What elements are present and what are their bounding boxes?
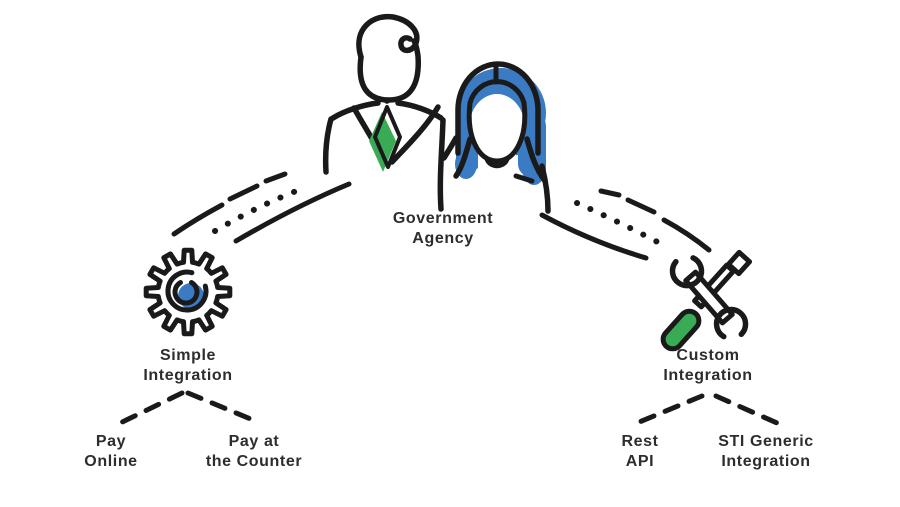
man-tie-knot — [384, 98, 390, 104]
connector-left-solid-b — [233, 181, 352, 244]
connector-left-dots — [212, 185, 307, 234]
fork-custom-integration — [634, 393, 780, 426]
gear-inner-spiral — [172, 280, 200, 306]
woman-hair-outline — [455, 61, 541, 156]
man-tie-green — [369, 112, 396, 172]
woman-hair-strand-left — [453, 136, 473, 179]
man-tie-outline — [373, 105, 402, 169]
label-simple-integration: Simple Integration — [143, 347, 233, 384]
branch-to-pay-online — [111, 390, 185, 429]
branch-to-pay-at-counter — [185, 390, 256, 423]
label-pay-at-counter: Pay at the Counter — [205, 433, 303, 470]
connector-left-dash-2 — [263, 171, 288, 184]
wrench-head-top — [669, 255, 705, 289]
fork-simple-integration — [111, 390, 256, 429]
label-government-agency: Government Agency — [392, 210, 494, 247]
branch-to-rest-api — [634, 393, 705, 426]
man-left-arm — [322, 116, 334, 175]
woman-face-fill — [469, 94, 525, 162]
woman-left-shoulder — [441, 135, 459, 161]
connector-right-solid-b — [661, 217, 712, 253]
gear-icon — [143, 247, 233, 337]
branch-to-sti-generic — [713, 393, 780, 426]
connector-right-dash-1 — [598, 188, 622, 198]
man-right-arm — [437, 117, 446, 212]
woman-face — [466, 100, 528, 164]
connector-agency-to-custom — [539, 188, 712, 261]
connector-left-solid-a — [171, 202, 225, 237]
man-icon — [322, 13, 446, 212]
connector-right-dots — [574, 200, 670, 250]
woman-right-arm — [539, 163, 551, 214]
man-right-shoulder — [395, 100, 444, 121]
woman-chin-line — [484, 156, 510, 169]
woman-collar-dash — [513, 173, 535, 184]
wrench-head-bottom — [713, 306, 749, 340]
connector-right-solid-a — [539, 212, 649, 261]
label-rest-api: Rest API — [621, 433, 659, 470]
wrench-screwdriver-icon — [660, 249, 753, 352]
gear-inner-ring — [165, 269, 209, 313]
connector-left-dash-1 — [227, 183, 260, 202]
woman-icon — [441, 61, 551, 214]
man-face — [357, 38, 421, 103]
screwdriver-handle — [660, 308, 702, 352]
label-sti-generic-integration: STI Generic Integration — [718, 433, 814, 470]
man-right-lapel — [389, 104, 441, 165]
connector-right-dash-2 — [625, 197, 657, 215]
screwdriver-tip — [725, 249, 753, 277]
man-hair — [356, 13, 420, 60]
label-custom-integration: Custom Integration — [663, 347, 753, 384]
label-pay-online: Pay Online — [84, 433, 138, 470]
connector-agency-to-simple — [171, 171, 352, 244]
